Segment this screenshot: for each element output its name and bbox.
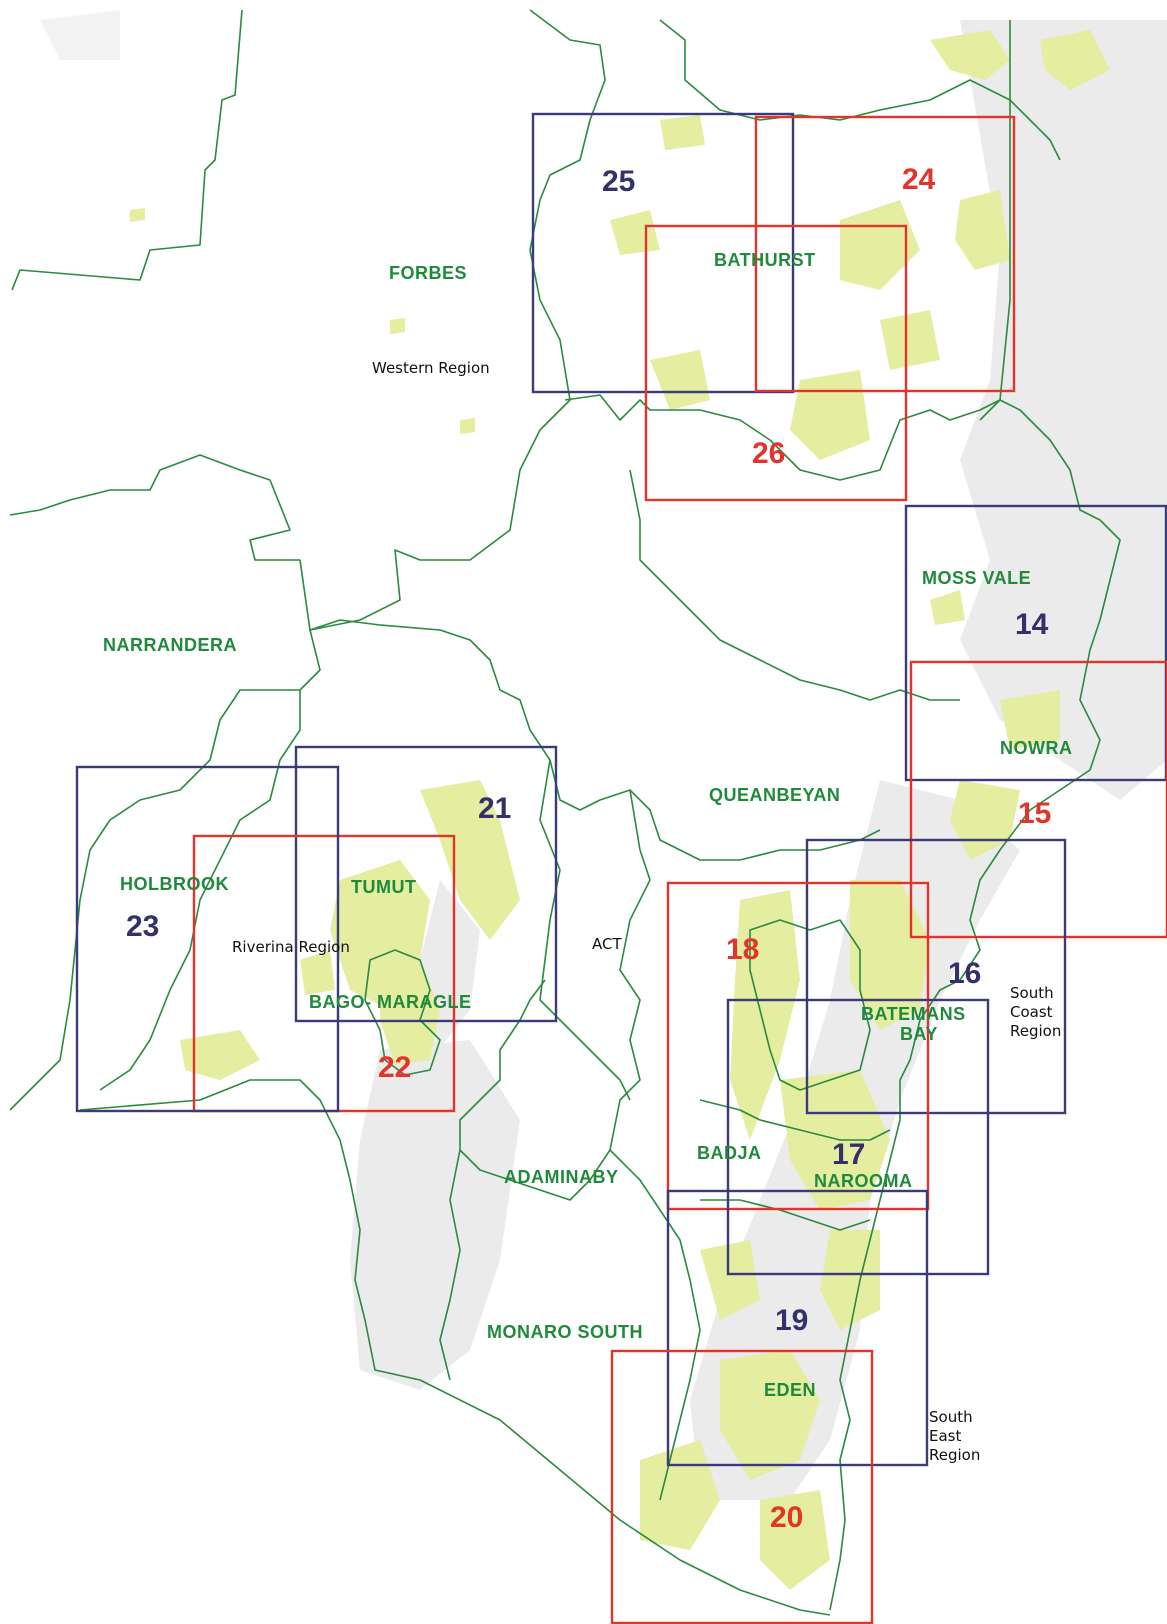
label-bay: BAY (900, 1024, 938, 1044)
label-queanbeyan: QUEANBEYAN (709, 785, 840, 805)
label-bago-maragle: BAGO- MARAGLE (309, 992, 472, 1012)
sheet-number-23: 23 (126, 910, 159, 943)
label-south-coast-region: South Coast Region (1010, 984, 1061, 1040)
sheet-frame-20 (610, 1349, 874, 1624)
sheet-number-24: 24 (902, 163, 936, 196)
label-monaro-south: MONARO SOUTH (487, 1322, 643, 1342)
sheet-frame-17 (726, 998, 990, 1276)
sheet-frame-16 (805, 838, 1067, 1115)
sheet-number-14: 14 (1015, 608, 1049, 641)
sheet-number-20: 20 (770, 1501, 803, 1534)
region-labels: Western Region Riverina Region ACT South… (232, 359, 1061, 1464)
sheet-frame-19 (666, 1189, 929, 1467)
sheet-frame-18 (666, 881, 930, 1211)
forest-patches (130, 30, 1110, 1590)
map-sheet-frames (75, 112, 1167, 1624)
sheet-number-21: 21 (478, 792, 511, 825)
district-boundaries (9, 9, 1121, 1616)
sheet-numbers: 25 24 26 14 15 16 18 17 19 20 21 22 23 (126, 163, 1051, 1534)
label-riverina-region: Riverina Region (232, 938, 350, 956)
sheet-number-15: 15 (1018, 797, 1051, 830)
sheet-frame-14 (904, 504, 1167, 782)
sheet-number-25: 25 (602, 165, 635, 198)
label-holbrook: HOLBROOK (120, 874, 229, 894)
sheet-frame-23 (75, 765, 340, 1113)
label-forbes: FORBES (389, 263, 467, 283)
sheet-number-17: 17 (832, 1138, 865, 1171)
label-nowra: NOWRA (1000, 738, 1073, 758)
sheet-number-26: 26 (752, 437, 785, 470)
label-narrandera: NARRANDERA (103, 635, 237, 655)
label-western-region: Western Region (372, 359, 490, 377)
label-narooma: NAROOMA (814, 1171, 913, 1191)
label-adaminaby: ADAMINABY (504, 1167, 619, 1187)
label-moss-vale: MOSS VALE (922, 568, 1031, 588)
label-tumut: TUMUT (351, 877, 416, 897)
sheet-number-18: 18 (726, 933, 759, 966)
area-labels: FORBES BATHURST NARRANDERA MOSS VALE NOW… (103, 250, 1073, 1400)
sheet-number-22: 22 (378, 1051, 411, 1084)
label-batemans: BATEMANS (861, 1004, 966, 1024)
label-act: ACT (592, 935, 622, 953)
sheet-frame-24 (754, 115, 1016, 393)
sheet-frame-26 (644, 224, 908, 502)
sheet-frame-15 (909, 660, 1167, 939)
sheet-number-16: 16 (948, 957, 981, 990)
sheet-number-19: 19 (775, 1304, 808, 1337)
sheet-frame-21 (294, 745, 558, 1023)
label-south-east-region: South East Region (929, 1408, 980, 1464)
label-badja: BADJA (697, 1143, 762, 1163)
label-bathurst: BATHURST (714, 250, 816, 270)
sheet-frame-25 (531, 112, 795, 394)
label-eden: EDEN (764, 1380, 816, 1400)
